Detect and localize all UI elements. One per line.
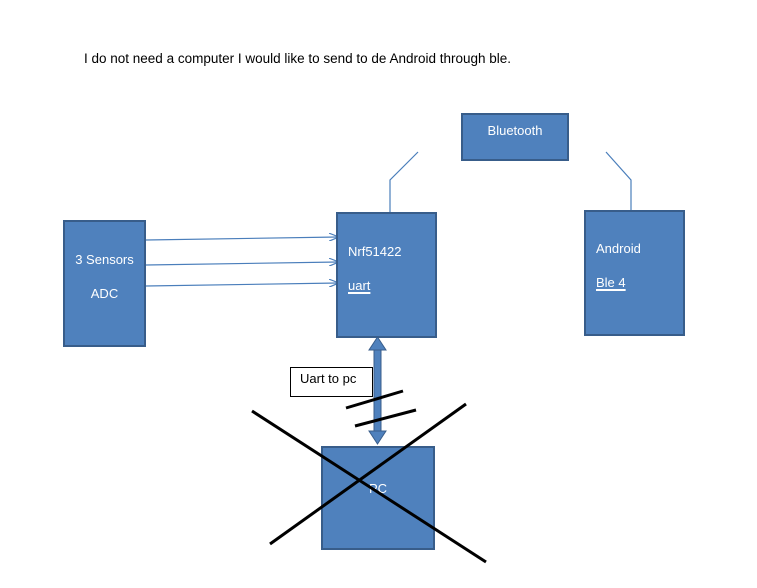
bluetooth-label: Bluetooth <box>487 123 543 138</box>
pc-label: PC <box>368 481 388 496</box>
uart-label: uart <box>348 278 371 293</box>
uart-arrow-down-head <box>368 430 387 445</box>
uart-arrow-up-head <box>368 336 387 351</box>
ble-label: Ble 4 <box>596 275 626 290</box>
android-block: Android Ble 4 <box>584 210 685 336</box>
android-antenna-line <box>605 151 632 211</box>
sensor-arrow-3 <box>145 283 338 286</box>
pc-block: PC <box>321 446 435 550</box>
uart-to-pc-label: Uart to pc <box>290 367 373 397</box>
sensors-block: 3 Sensors ADC <box>63 220 146 347</box>
sensor-arrow-2 <box>145 262 338 265</box>
sensor-arrow-1 <box>145 237 338 240</box>
strike-line-1 <box>345 389 404 410</box>
strike-line-2 <box>354 408 417 428</box>
caption-text: I do not need a computer I would like to… <box>84 51 512 66</box>
sensors-label: 3 Sensors <box>75 252 134 267</box>
nrf-antenna-line <box>389 151 419 212</box>
android-label: Android <box>596 241 641 256</box>
nrf-label: Nrf51422 <box>348 244 402 259</box>
bluetooth-block: Bluetooth <box>461 113 569 161</box>
adc-label: ADC <box>90 286 119 301</box>
cross-line-1 <box>251 409 487 564</box>
nrf-block: Nrf51422 uart <box>336 212 437 338</box>
cross-line-2 <box>269 402 467 546</box>
